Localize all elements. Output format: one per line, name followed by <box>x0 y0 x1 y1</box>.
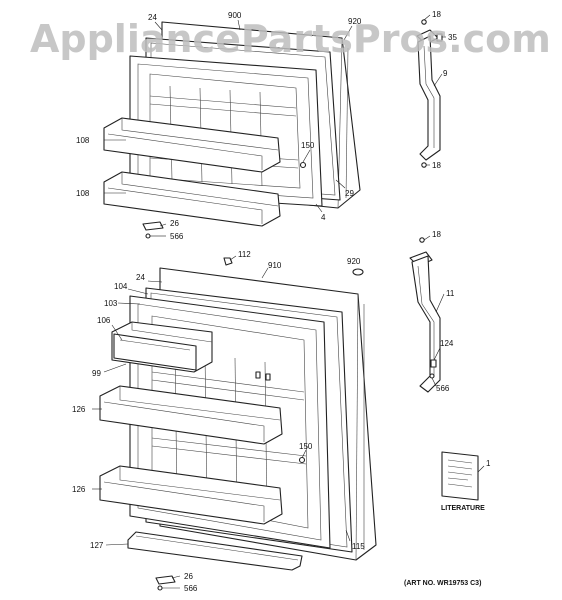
fresh-food-clip-left <box>255 371 261 379</box>
top-handle-screw-lower <box>421 162 427 168</box>
fresh-food-handle-assembly <box>409 237 441 393</box>
callout-920-fresh: 920 <box>347 257 361 266</box>
callout-150-freezer: 150 <box>301 141 315 150</box>
callout-4: 4 <box>321 213 326 222</box>
fresh-food-door-bin-upper <box>99 385 283 445</box>
bottom-handle-part-124 <box>430 359 437 368</box>
freezer-hinge-cap-26 <box>142 221 164 231</box>
callout-106: 106 <box>97 316 111 325</box>
freezer-shelf-lower <box>103 171 281 227</box>
callout-566-bottom: 566 <box>436 384 450 393</box>
bottom-handle-screw <box>419 237 425 243</box>
callout-labels: 24 900 920 108 108 150 29 4 26 566 112 9… <box>72 10 491 593</box>
callout-910: 910 <box>268 261 282 270</box>
callout-29: 29 <box>345 189 354 198</box>
freezer-handle-assembly <box>416 19 443 168</box>
fresh-food-hinge-cap-26 <box>155 575 176 585</box>
fresh-food-door-assembly <box>99 257 377 591</box>
fresh-food-plug-920 <box>352 268 364 276</box>
fresh-food-handle-11 <box>411 255 441 393</box>
callout-11: 11 <box>446 289 455 298</box>
callout-104: 104 <box>114 282 128 291</box>
literature-caption: LITERATURE <box>441 505 485 512</box>
top-handle-part-35 <box>436 33 443 42</box>
callout-26-fresh: 26 <box>184 572 193 581</box>
callout-124: 124 <box>440 339 454 348</box>
callout-108-upper: 108 <box>76 136 90 145</box>
callout-26-freezer: 26 <box>170 219 179 228</box>
literature-manual <box>441 451 479 501</box>
callout-150-fresh: 150 <box>299 442 313 451</box>
freezer-part-150 <box>299 161 307 169</box>
freezer-shelf-upper <box>103 117 281 173</box>
art-number: (ART NO. WR19753 C3) <box>404 580 481 587</box>
callout-127: 127 <box>90 541 104 550</box>
callout-115: 115 <box>352 542 365 551</box>
callout-leader-lines <box>92 14 485 589</box>
callout-126-lower: 126 <box>72 485 86 494</box>
callout-99: 99 <box>92 369 101 378</box>
callout-24-freezer: 24 <box>148 13 157 22</box>
freezer-door-assembly <box>103 21 361 239</box>
callout-18-bottom: 18 <box>432 230 441 239</box>
freezer-screw-566 <box>145 233 151 239</box>
callout-1: 1 <box>486 459 491 468</box>
callout-103: 103 <box>104 299 118 308</box>
bottom-handle-screw-566 <box>429 373 435 379</box>
callout-18-top-upper: 18 <box>432 10 441 19</box>
callout-126-upper: 126 <box>72 405 86 414</box>
callout-108-lower: 108 <box>76 189 90 198</box>
fresh-food-door-bin-lower <box>99 465 283 525</box>
freezer-handle-9 <box>417 35 441 161</box>
fresh-food-part-150 <box>298 456 306 464</box>
callout-9: 9 <box>443 69 448 78</box>
callout-566-freezer: 566 <box>170 232 184 241</box>
callout-35: 35 <box>448 33 457 42</box>
callout-566-fresh: 566 <box>184 584 198 593</box>
callout-900: 900 <box>228 11 242 20</box>
callout-24-fresh: 24 <box>136 273 145 282</box>
callout-18-top-lower: 18 <box>432 161 441 170</box>
callout-112: 112 <box>238 250 251 259</box>
fresh-food-clip-right <box>265 373 271 381</box>
site-watermark: AppliancePartsPros.com <box>30 17 551 61</box>
dairy-compartment <box>111 321 213 373</box>
callout-920-freezer: 920 <box>348 17 362 26</box>
fresh-food-screw-566 <box>157 585 163 591</box>
fresh-food-part-112 <box>223 257 233 266</box>
